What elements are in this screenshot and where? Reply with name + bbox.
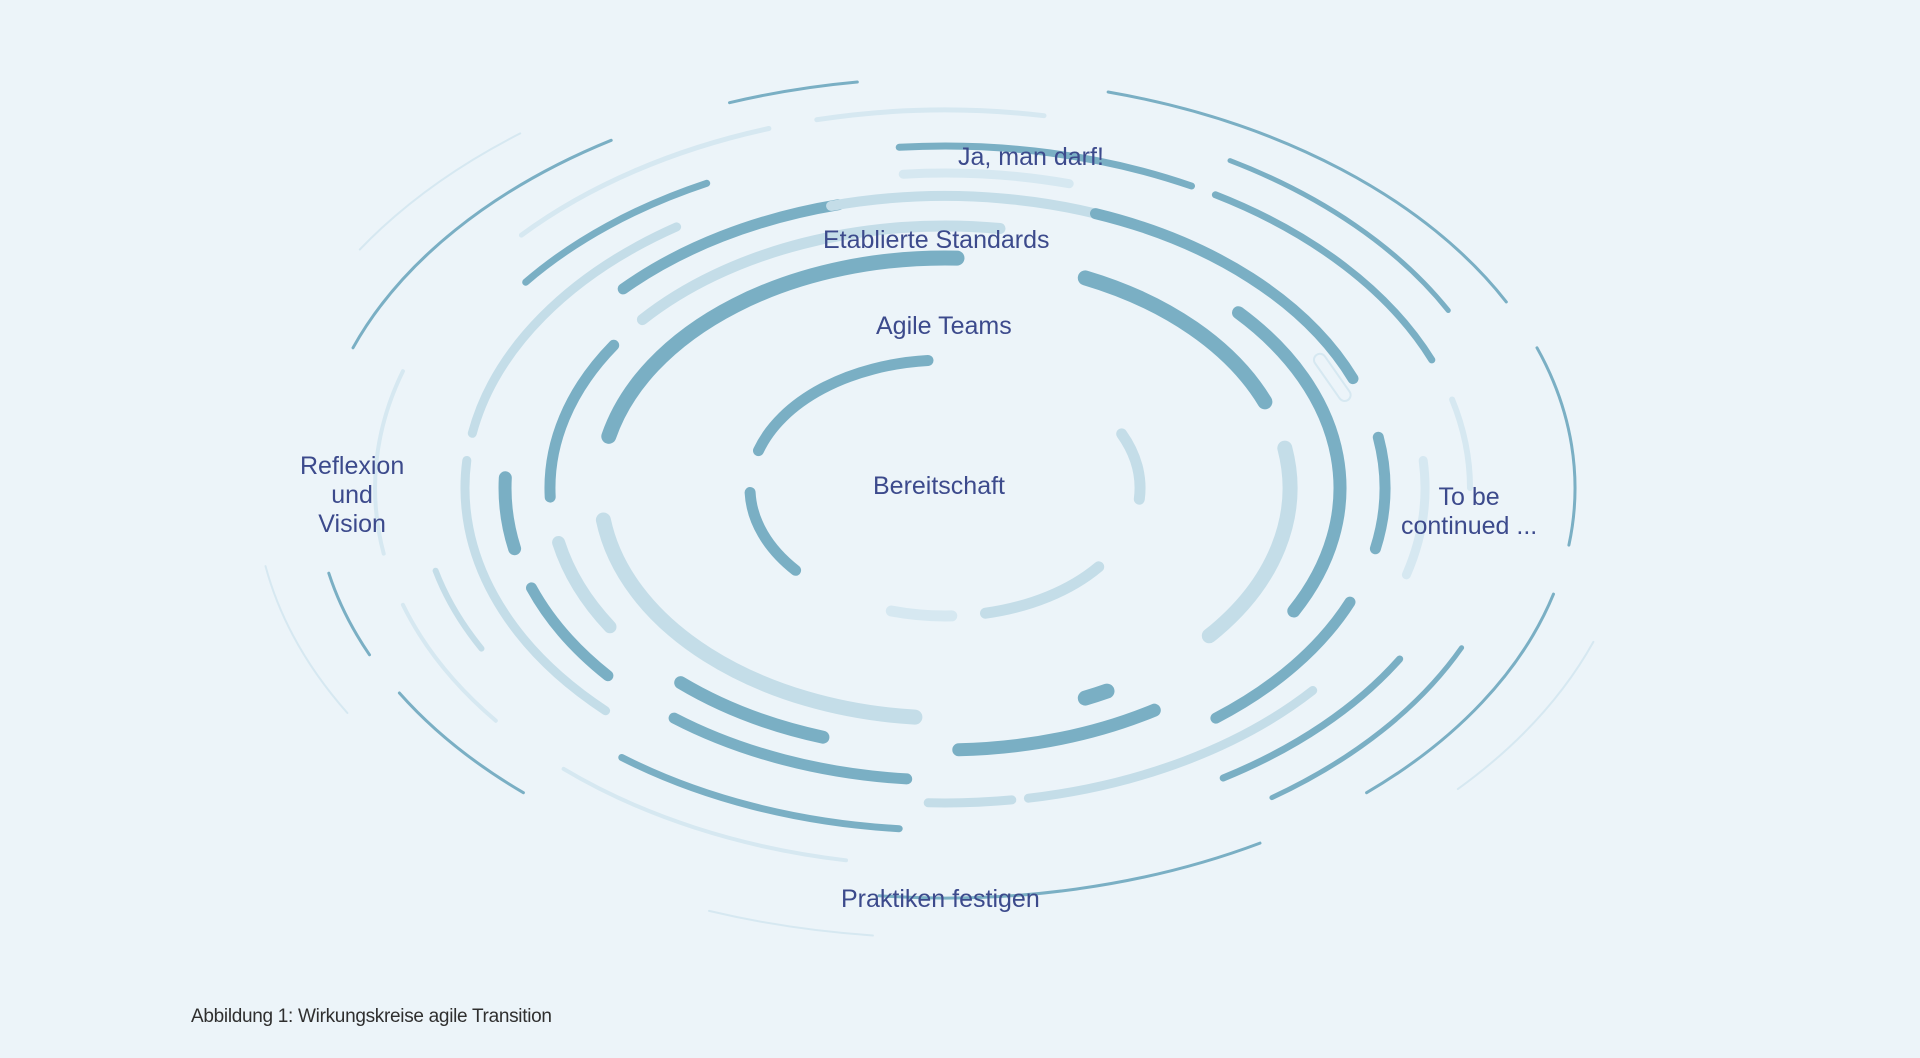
ring-arc-20 (1369, 431, 1391, 555)
ring-arc-43 (373, 369, 405, 556)
ring-arc-4 (885, 605, 958, 622)
ring-arc-46 (1106, 90, 1508, 304)
ring-label-ja-man-darf: Ja, man darf! (958, 143, 1104, 171)
ring-arc-0 (753, 355, 934, 457)
ring-arc-55 (708, 909, 874, 937)
ring-arc-16 (498, 471, 522, 556)
ring-arc-30 (522, 179, 711, 286)
side-label-left-line-1: Reflexion (300, 452, 405, 480)
ring-arc-51 (327, 571, 371, 657)
ring-label-agile-teams: Agile Teams (876, 312, 1012, 340)
ring-arc-8 (595, 512, 923, 725)
side-label-reflexion-und-vision: Reflexion und Vision (300, 452, 404, 539)
ring-arc-14 (674, 676, 830, 744)
ring-arc-26 (898, 168, 1074, 189)
ring-arc-40 (1269, 645, 1465, 801)
ring-arc-2 (1116, 428, 1146, 505)
ring-arc-52 (358, 132, 522, 251)
ring-label-etablierte-standards: Etablierte Standards (823, 226, 1050, 254)
center-label-bereitschaft: Bereitschaft (873, 472, 1006, 500)
side-label-right-line-1: To be (1438, 483, 1500, 511)
ring-arc-7 (1201, 440, 1298, 644)
ring-arc-38 (814, 107, 1047, 123)
ring-arc-31 (895, 142, 1195, 190)
ring-arc-47 (1535, 346, 1577, 547)
ring-arc-11 (636, 220, 1006, 326)
side-label-right-line-2: continued ... (1401, 512, 1538, 540)
ring-arc-10 (544, 339, 620, 503)
ring-arc-15 (552, 536, 617, 634)
ring-arc-24 (467, 222, 682, 438)
side-label-left-line-3: Vision (318, 510, 386, 538)
ring-arc-54 (1456, 640, 1595, 791)
ring-arc-41 (561, 766, 848, 863)
ring-arc-42 (400, 602, 498, 723)
ring-arc-53 (264, 565, 349, 714)
ring-arc-34 (618, 754, 903, 833)
ring-arc-1 (744, 487, 802, 576)
ring-arc-36 (1449, 396, 1473, 491)
ring-arc-45 (728, 80, 859, 105)
ring-arc-50 (397, 691, 525, 795)
ring-arc-27 (1023, 686, 1318, 803)
ring-arc-21 (1210, 596, 1356, 724)
ring-arc-13 (952, 703, 1161, 757)
bottom-label-praktiken-festigen: Praktiken festigen (841, 885, 1040, 913)
ring-arc-39 (1227, 158, 1451, 313)
ring-arc-22 (668, 712, 913, 785)
ring-arc-29 (1401, 456, 1430, 580)
ring-arc-33 (1219, 655, 1404, 782)
ring-arc-12 (1232, 306, 1347, 618)
side-label-left-line-2: und (331, 481, 373, 509)
ring-arc-9 (1077, 683, 1115, 706)
ring-arc-28 (923, 795, 1017, 808)
ring-arc-44 (351, 138, 613, 350)
figure-caption: Abbildung 1: Wirkungskreise agile Transi… (191, 1006, 552, 1027)
ring-arc-23 (526, 582, 614, 682)
ring-arc-37 (518, 126, 772, 238)
ring-arc-35 (432, 567, 485, 652)
ring-arc-5 (601, 250, 965, 444)
side-label-to-be-continued: To be continued ... (1401, 483, 1537, 541)
ring-arc-6 (1077, 270, 1273, 410)
ring-arc-49 (877, 841, 1262, 900)
ring-arc-25 (460, 456, 611, 716)
ring-arc-3 (980, 561, 1105, 619)
ring-arc-32 (1211, 191, 1436, 364)
ring-arc-19 (1090, 208, 1359, 385)
ring-pill-decoration (1312, 352, 1352, 403)
ring-arc-17 (617, 199, 845, 295)
ring-arc-48 (1365, 592, 1555, 795)
